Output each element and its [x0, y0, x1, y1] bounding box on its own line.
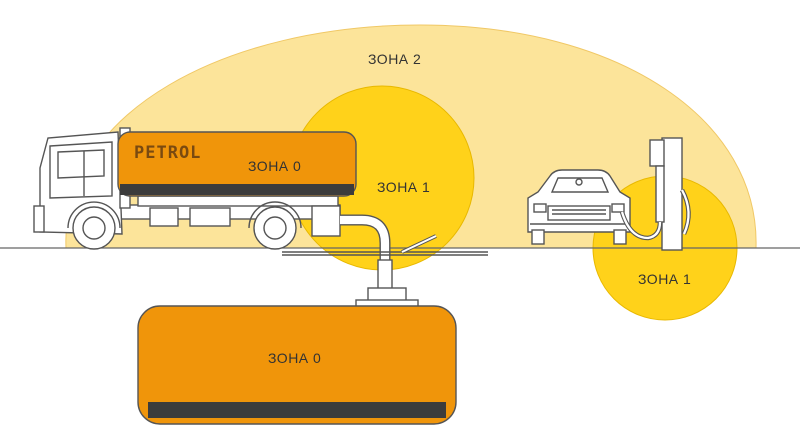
- underground-tank-body: [137, 305, 457, 425]
- tanker-truck-icon: [33, 127, 357, 250]
- zone0-underground-label: ЗОНА 0: [268, 350, 321, 366]
- zone1-tanker-label: ЗОНА 1: [377, 179, 430, 195]
- tanker-tank-base: [120, 184, 354, 195]
- filling-pipe-icon: [282, 214, 488, 311]
- underground-tank-base: [148, 402, 446, 418]
- car-icon: [527, 169, 631, 245]
- zone0-tanker-label: ЗОНА 0: [248, 158, 301, 174]
- tanker-tank: [117, 131, 357, 197]
- underground-tank-icon: [137, 305, 457, 425]
- zone1-pump-label: ЗОНА 1: [638, 271, 691, 287]
- tanker-brand-text: PETROL: [134, 143, 201, 163]
- fuel-dispenser-icon: [619, 137, 691, 251]
- zone2-label: ЗОНА 2: [368, 51, 421, 67]
